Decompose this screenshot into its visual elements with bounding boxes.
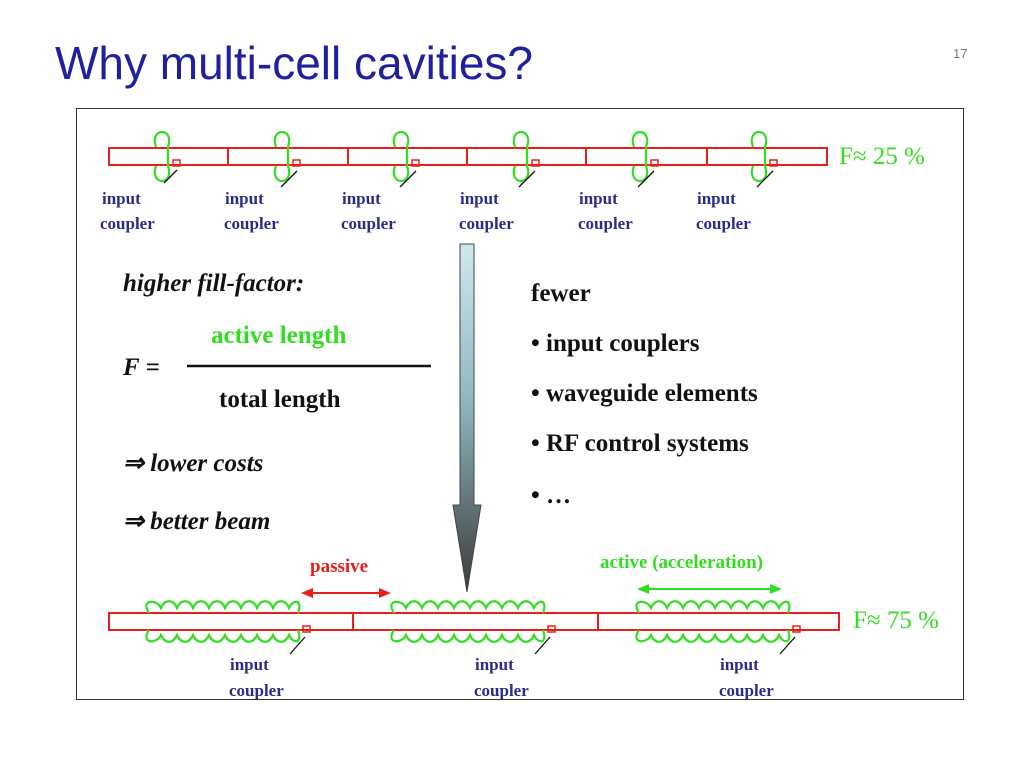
formula-numerator: active length (211, 322, 346, 349)
coupler-label: coupler (578, 214, 633, 233)
coupler-label: coupler (100, 214, 155, 233)
benefit-item: • RF control systems (531, 430, 749, 457)
coupler-label: coupler (459, 214, 514, 233)
coupler-label: coupler (474, 681, 529, 700)
coupler-pointer (289, 636, 306, 655)
transition-arrow (452, 243, 482, 593)
multi-cell-cavity (390, 600, 556, 643)
coupler-label: coupler (229, 681, 284, 700)
coupler-pointer (280, 170, 298, 188)
single-cell-cavity (392, 131, 420, 182)
coupler-label: input (475, 655, 514, 674)
multi-cell-cavity (145, 600, 311, 643)
cavity-diagram: F≈ 25 % input coupler input coupler inpu… (76, 108, 964, 700)
coupler-label: coupler (719, 681, 774, 700)
coupler-label: input (579, 189, 618, 208)
coupler-pointer (779, 636, 796, 655)
top-fill-factor-label: F≈ 25 % (839, 143, 925, 170)
coupler-label: input (225, 189, 264, 208)
bottom-beam-pipe (108, 612, 840, 631)
coupler-label: input (720, 655, 759, 674)
benefit-item: • input couplers (531, 330, 700, 357)
slide-title: Why multi-cell cavities? (55, 37, 533, 89)
slide-number: 17 (953, 46, 968, 61)
bottom-fill-factor-label: F≈ 75 % (853, 607, 939, 634)
cavity-diagram-svg: F≈ 25 % input coupler input coupler inpu… (100, 131, 939, 700)
coupler-pointer (637, 170, 655, 188)
formula-denominator: total length (219, 386, 341, 413)
active-label: active (acceleration) (600, 552, 763, 573)
coupler-pointer (163, 169, 178, 184)
consequence-better-beam: ⇒ better beam (123, 508, 270, 535)
top-cavity-row: F≈ 25 % input coupler input coupler inpu… (100, 131, 925, 233)
bottom-cavity-row: passive active (acceleration) (108, 552, 939, 700)
coupler-label: input (697, 189, 736, 208)
single-cell-cavity (750, 131, 778, 182)
coupler-pointer (534, 636, 551, 655)
coupler-label: input (342, 189, 381, 208)
coupler-label: coupler (224, 214, 279, 233)
fill-factor-heading: higher fill-factor: (123, 270, 304, 297)
benefit-item: • … (531, 482, 571, 509)
active-span-arrow (637, 584, 782, 594)
consequence-lower-costs: ⇒ lower costs (123, 450, 263, 477)
benefits-heading: fewer (531, 280, 591, 307)
coupler-pointer (399, 170, 417, 188)
single-cell-cavity (273, 131, 301, 182)
coupler-label: coupler (696, 214, 751, 233)
coupler-label: input (230, 655, 269, 674)
coupler-pointer (756, 170, 774, 188)
benefit-item: • waveguide elements (531, 380, 758, 407)
single-cell-cavity (153, 131, 181, 182)
passive-span-arrow (301, 588, 391, 598)
single-cell-cavity (512, 131, 540, 182)
formula-lhs: F = (122, 354, 160, 381)
coupler-label: coupler (341, 214, 396, 233)
multi-cell-cavity (635, 600, 801, 643)
coupler-label: input (460, 189, 499, 208)
single-cell-cavity (631, 131, 659, 182)
passive-label: passive (310, 556, 368, 577)
coupler-pointer (518, 170, 536, 188)
coupler-label: input (102, 189, 141, 208)
